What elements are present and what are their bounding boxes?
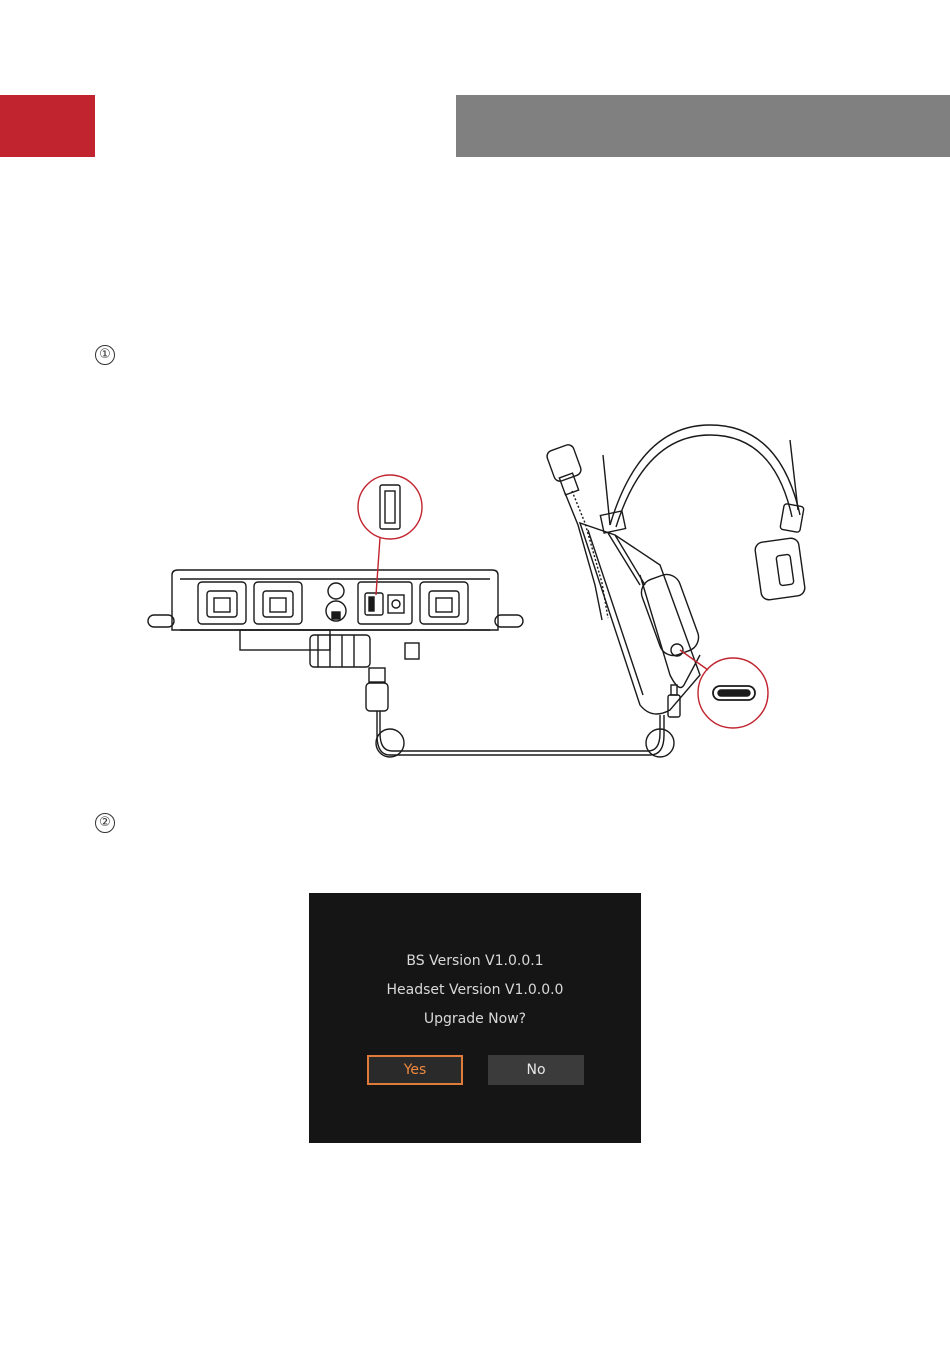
bs-version-text: BS Version V1.0.0.1: [309, 953, 641, 969]
headset-icon: [545, 425, 805, 714]
upgrade-dialog: BS Version V1.0.0.1 Headset Version V1.0…: [309, 893, 641, 1143]
usb-a-callout: [358, 475, 422, 595]
base-station-icon: [148, 570, 523, 667]
connection-illustration: [140, 415, 950, 775]
header-red-bar: [0, 95, 95, 157]
header-grey-bar: [456, 95, 950, 157]
upgrade-prompt: Upgrade Now?: [309, 1011, 641, 1027]
yes-button[interactable]: Yes: [367, 1055, 463, 1085]
headset-version-text: Headset Version V1.0.0.0: [309, 982, 641, 998]
step-2-marker: ②: [95, 813, 115, 833]
no-button[interactable]: No: [488, 1055, 584, 1085]
step-1-marker: ①: [95, 345, 115, 365]
